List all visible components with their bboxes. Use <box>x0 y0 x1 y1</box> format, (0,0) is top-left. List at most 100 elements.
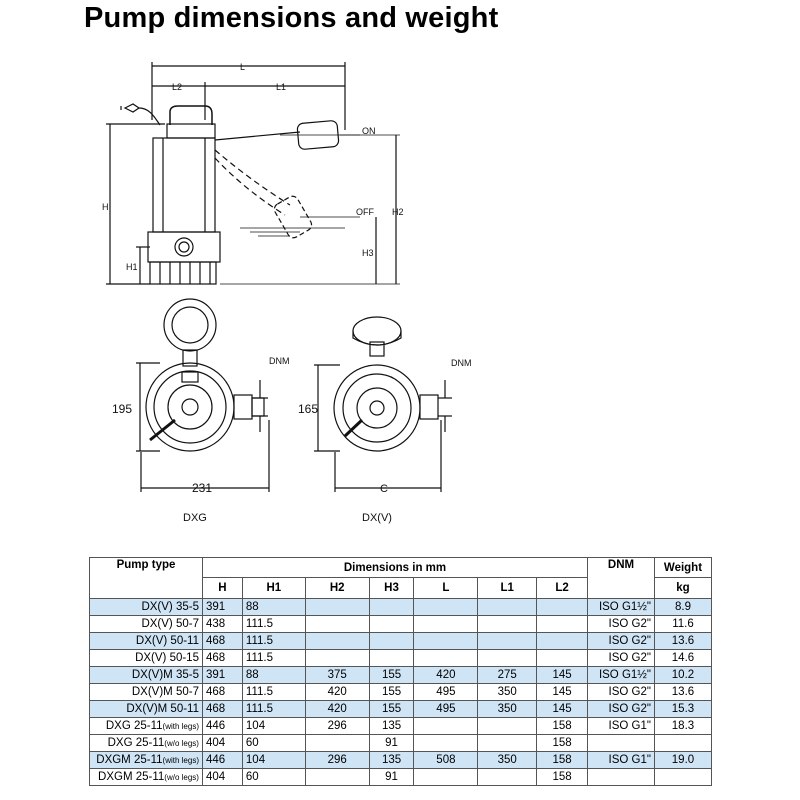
cell-l <box>413 734 479 752</box>
cell-l1: 275 <box>477 666 538 684</box>
label-model-dxg: DXG <box>183 512 207 524</box>
cell-dnm <box>587 734 655 752</box>
header-dimensions: Dimensions in mm <box>201 557 589 578</box>
pump-type-name: DX(V) 35-5 <box>141 600 199 613</box>
cell-dnm <box>587 768 655 786</box>
cell-h: 391 <box>201 598 243 616</box>
cell-l2: 158 <box>536 717 589 735</box>
cell-h2: 375 <box>304 666 370 684</box>
cell-h3 <box>368 649 415 667</box>
cell-h: 404 <box>201 768 243 786</box>
cell-pump-type: DX(V) 50-11 <box>89 632 203 650</box>
cell-l1 <box>477 615 538 633</box>
cell-pump-type: DX(V)M 35-5 <box>89 666 203 684</box>
cell-h: 391 <box>201 666 243 684</box>
cell-dnm: ISO G2" <box>587 615 655 633</box>
cell-h: 468 <box>201 632 243 650</box>
cell-weight <box>653 734 713 752</box>
cell-dnm: ISO G2" <box>587 700 655 718</box>
cell-weight: 11.6 <box>653 615 713 633</box>
label-l1: L1 <box>276 82 286 92</box>
cell-weight: 18.3 <box>653 717 713 735</box>
cell-h3: 91 <box>368 768 415 786</box>
pump-type-name: DXG 25-11 <box>105 719 163 732</box>
header-weight: Weight <box>653 557 713 578</box>
cell-l1 <box>477 649 538 667</box>
dxg-body-circle <box>145 362 235 452</box>
float-on <box>296 120 340 150</box>
plug-shape <box>123 103 141 113</box>
cell-weight: 10.2 <box>653 666 713 684</box>
cell-dnm: ISO G2" <box>587 632 655 650</box>
dxv-outlet <box>419 394 439 420</box>
cell-h1: 60 <box>241 734 306 752</box>
cell-pump-type: DX(V)M 50-7 <box>89 683 203 701</box>
pump-type-name: DX(V) 50-15 <box>135 651 199 664</box>
cell-h1: 111.5 <box>241 649 306 667</box>
cell-pump-type: DXGM 25-11(w/o legs) <box>89 768 203 786</box>
cell-h1: 111.5 <box>241 632 306 650</box>
pump-technical-drawing: L L2 L1 ON OFF H H1 H2 H3 <box>0 40 800 540</box>
pump-type-name: DX(V) 50-11 <box>135 634 199 647</box>
label-h: H <box>102 202 109 212</box>
cell-h: 438 <box>201 615 243 633</box>
pump-type-name: DXGM 25-11 <box>96 753 163 766</box>
pump-type-name: DX(V)M 35-5 <box>131 668 199 681</box>
cell-dnm: ISO G1½" <box>587 666 655 684</box>
header-pump-type: Pump type <box>89 557 203 599</box>
label-h1: H1 <box>126 262 138 272</box>
cell-weight: 19.0 <box>653 751 713 769</box>
pump-type-suffix: (with legs) <box>162 755 199 765</box>
pump-type-suffix: (w/o legs) <box>164 738 199 748</box>
cell-h: 468 <box>201 700 243 718</box>
label-off: OFF <box>356 207 374 217</box>
cell-l <box>413 615 479 633</box>
cell-h2 <box>304 734 370 752</box>
cell-h2: 420 <box>304 700 370 718</box>
header-col-h2: H2 <box>304 577 370 599</box>
label-l2: L2 <box>172 82 182 92</box>
cell-pump-type: DXG 25-11(with legs) <box>89 717 203 735</box>
cell-h: 446 <box>201 751 243 769</box>
cell-dnm: ISO G1" <box>587 751 655 769</box>
cell-l2: 145 <box>536 666 589 684</box>
pump-legs <box>149 261 217 285</box>
label-h3: H3 <box>362 248 374 258</box>
label-model-dxv: DX(V) <box>362 512 392 524</box>
cell-h3: 135 <box>368 717 415 735</box>
cell-h1: 111.5 <box>241 615 306 633</box>
label-dnm-left: DNM <box>269 356 290 366</box>
pump-type-name: DXGM 25-11 <box>98 770 165 783</box>
cell-h2: 296 <box>304 717 370 735</box>
cell-h2 <box>304 598 370 616</box>
cell-pump-type: DXG 25-11(w/o legs) <box>89 734 203 752</box>
cell-l1: 350 <box>477 751 538 769</box>
cell-dnm: ISO G2" <box>587 683 655 701</box>
cell-l1 <box>477 734 538 752</box>
cell-h3 <box>368 632 415 650</box>
header-col-l2: L2 <box>536 577 589 599</box>
pump-type-name: DX(V)M 50-11 <box>126 702 199 715</box>
cell-h2: 420 <box>304 683 370 701</box>
header-col-h: H <box>201 577 243 599</box>
label-c: C <box>380 483 388 495</box>
dxg-outlet <box>233 394 253 420</box>
label-l: L <box>240 62 245 72</box>
header-col-l: L <box>413 577 479 599</box>
cell-pump-type: DX(V)M 50-11 <box>89 700 203 718</box>
cell-weight: 14.6 <box>653 649 713 667</box>
cell-weight <box>653 768 713 786</box>
cell-l1 <box>477 632 538 650</box>
cell-pump-type: DXGM 25-11(with legs) <box>89 751 203 769</box>
pump-outlet <box>174 237 194 257</box>
cell-h3: 155 <box>368 666 415 684</box>
cell-l2 <box>536 632 589 650</box>
label-on: ON <box>362 126 376 136</box>
pump-type-suffix: (with legs) <box>162 721 199 731</box>
